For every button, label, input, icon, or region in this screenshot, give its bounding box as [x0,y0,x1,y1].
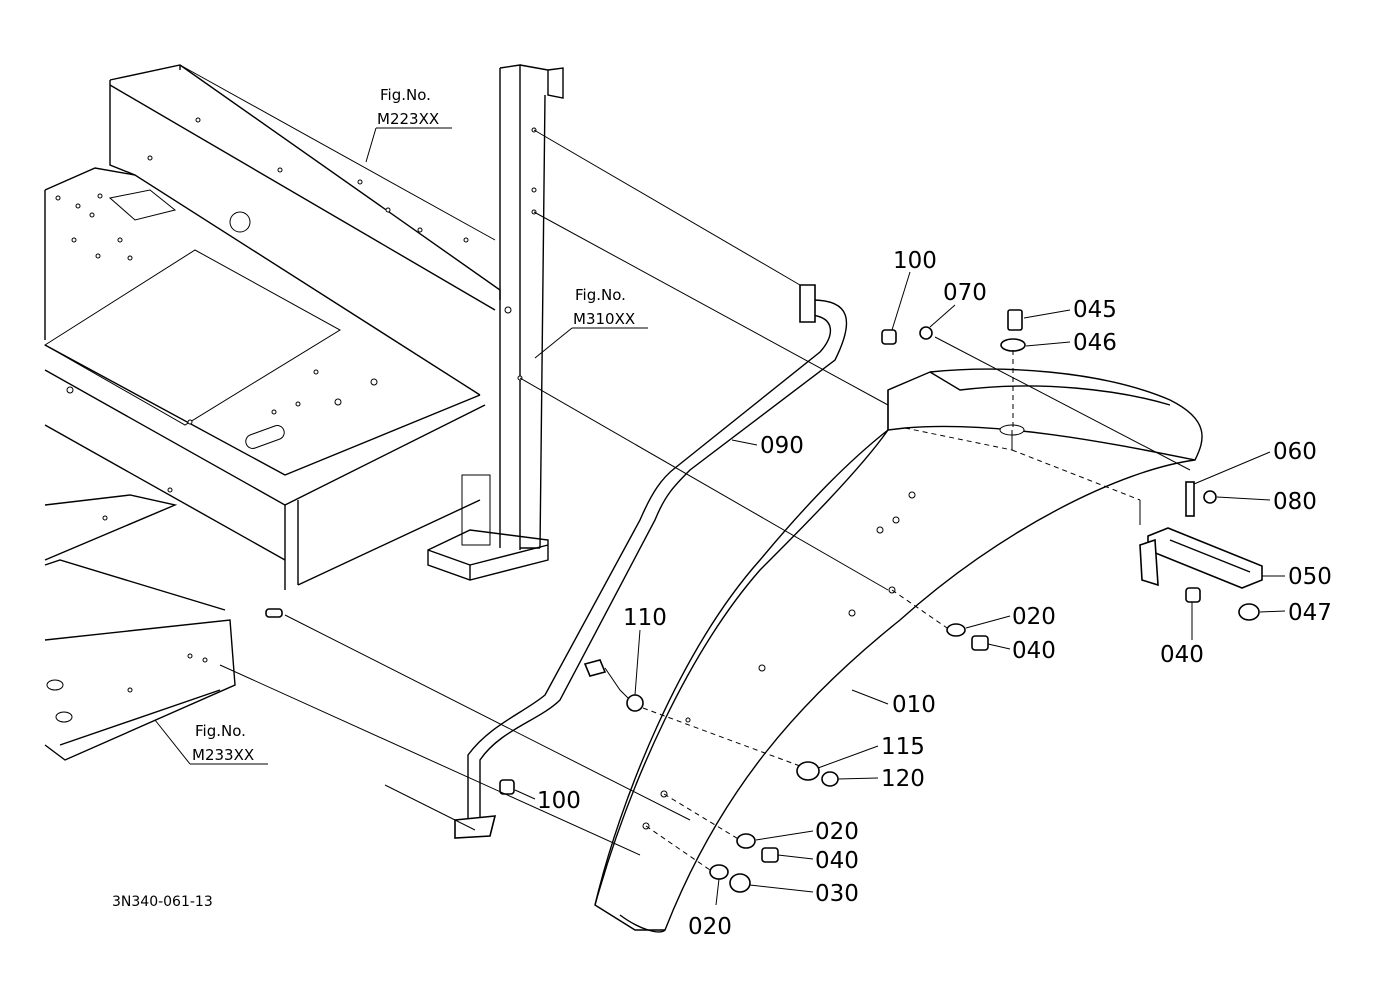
callout-047: 047 [1288,600,1332,626]
callout-020: 020 [688,914,732,940]
callout-100: 100 [537,788,581,814]
figure-ref-m233: Fig.No. M233XX [154,719,268,765]
handrail-090 [454,284,848,839]
fender-010 [594,368,1203,933]
callout-090: 090 [760,433,804,459]
callout-120: 120 [881,766,925,792]
callout-045: 045 [1073,297,1117,323]
figure-ref-m310: Fig.No. M310XX [534,286,648,359]
callout-020: 020 [815,819,859,845]
figure-ref-m223: Fig.No. M223XX [365,86,452,163]
callout-110: 110 [623,605,667,631]
callout-040: 040 [1160,642,1204,668]
callout-046: 046 [1073,330,1117,356]
callouts: 100 070 045 046 060 080 090 050 047 040 … [537,248,1332,940]
callout-030: 030 [815,881,859,907]
callout-115: 115 [881,734,925,760]
callout-040: 040 [815,848,859,874]
callout-100: 100 [893,248,937,274]
fig-ref-caption: Fig.No. [195,722,246,740]
leader-lines [514,271,1286,906]
fig-ref-number: M310XX [573,310,635,328]
bracket-050 [1139,527,1263,589]
fig-ref-caption: Fig.No. [575,286,626,304]
vertical-post [427,64,564,581]
assembly-lines [179,64,1191,871]
callout-080: 080 [1273,489,1317,515]
drawing-code: 3N340-061-13 [112,894,213,910]
chassis-holes [55,117,469,693]
callout-060: 060 [1273,439,1317,465]
callout-050: 050 [1288,564,1332,590]
callout-070: 070 [943,280,987,306]
fig-ref-number: M223XX [377,110,439,128]
fig-ref-number: M233XX [192,746,254,764]
fig-ref-caption: Fig.No. [380,86,431,104]
callout-040: 040 [1012,638,1056,664]
callout-010: 010 [892,692,936,718]
callout-020: 020 [1012,604,1056,630]
chassis-frame [44,64,501,761]
